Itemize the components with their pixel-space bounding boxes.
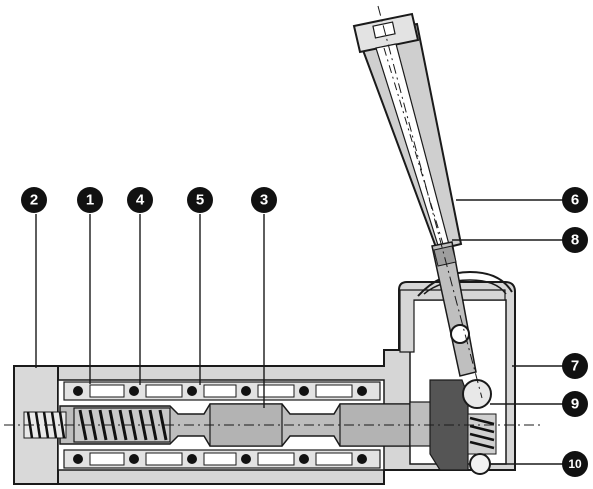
callout-label-8: 8 [571, 232, 579, 249]
callout-label-7: 7 [571, 358, 579, 375]
o-rings-lower [73, 454, 367, 464]
detent-spring [469, 416, 495, 450]
lever-axis [377, 5, 483, 399]
callout-label-10: 10 [568, 457, 582, 471]
callout-label-5: 5 [196, 192, 204, 209]
callout-9: 9 [562, 391, 588, 417]
callout-7: 7 [562, 353, 588, 379]
lever-housing [399, 270, 513, 353]
callout-label-2: 2 [30, 192, 38, 209]
lever [352, 12, 492, 409]
lever-boot [417, 270, 513, 297]
callout-label-9: 9 [571, 396, 579, 413]
spool-end-head [409, 401, 433, 447]
callout-3: 3 [251, 187, 277, 213]
lever-tip-ball [462, 379, 492, 409]
callout-1: 1 [77, 187, 103, 213]
callout-label-4: 4 [136, 192, 145, 209]
detent-ball [469, 453, 491, 475]
o-rings-upper [73, 386, 367, 396]
callout-8: 8 [562, 227, 588, 253]
callout-label-1: 1 [86, 192, 94, 209]
detent-chamber [409, 299, 507, 475]
callout-2: 2 [21, 187, 47, 213]
sleeve-ports [89, 384, 353, 466]
callout-label-6: 6 [571, 192, 579, 209]
pivot-pin [450, 324, 470, 344]
callout-10: 10 [562, 451, 588, 477]
callout-label-3: 3 [260, 192, 268, 209]
callout-5: 5 [187, 187, 213, 213]
callout-6: 6 [562, 187, 588, 213]
callout-4: 4 [127, 187, 153, 213]
leader-lines [35, 199, 563, 465]
